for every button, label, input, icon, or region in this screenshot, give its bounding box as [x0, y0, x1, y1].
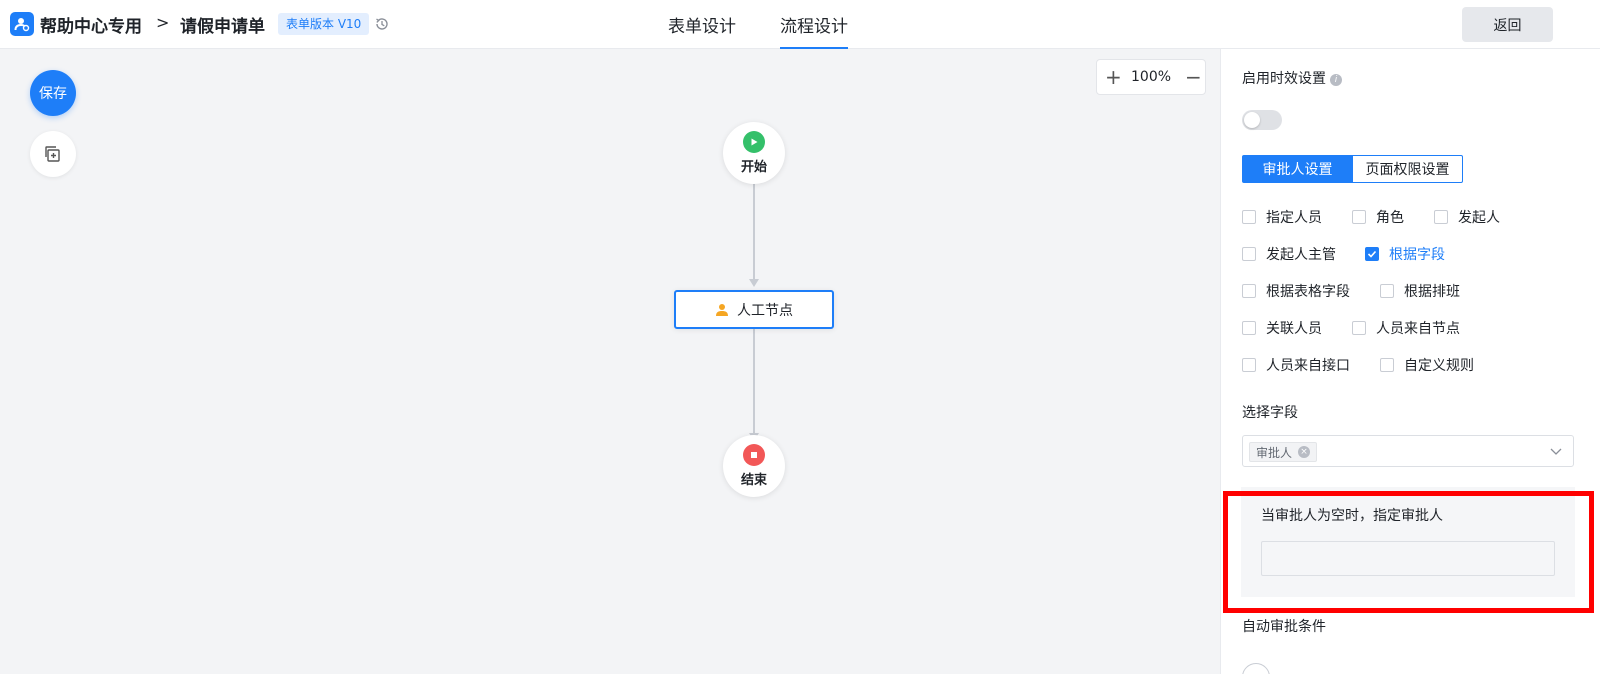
selected-field-tag: 审批人 × [1249, 442, 1318, 462]
checkbox[interactable] [1242, 358, 1256, 372]
checkbox[interactable] [1380, 284, 1394, 298]
timeliness-toggle[interactable] [1242, 110, 1282, 130]
stop-icon [743, 444, 765, 466]
checkbox[interactable] [1242, 284, 1256, 298]
copy-add-icon [45, 146, 60, 162]
checkbox[interactable] [1380, 358, 1394, 372]
option-related-person[interactable]: 关联人员 [1242, 318, 1322, 338]
app-user-icon [10, 12, 34, 36]
option-initiator[interactable]: 发起人 [1434, 207, 1500, 227]
field-select[interactable]: 审批人 × [1242, 435, 1574, 467]
version-badge: 表单版本 V10 [278, 13, 370, 35]
save-button[interactable]: 保存 [30, 70, 76, 116]
tab-page-permissions[interactable]: 页面权限设置 [1352, 155, 1463, 183]
zoom-in-button[interactable]: + [1105, 65, 1122, 89]
connector-line [753, 183, 755, 281]
play-icon [743, 131, 765, 153]
connector-line [753, 329, 755, 435]
back-button[interactable]: 返回 [1462, 7, 1553, 42]
checkbox[interactable] [1352, 321, 1366, 335]
task-node-label: 人工节点 [737, 302, 793, 319]
breadcrumb-separator: > [156, 13, 170, 32]
end-node-label: 结束 [740, 473, 767, 488]
start-node[interactable]: 开始 [723, 122, 785, 184]
option-by-field[interactable]: 根据字段 [1365, 244, 1445, 264]
checkbox[interactable] [1242, 321, 1256, 335]
end-node[interactable]: 结束 [723, 435, 785, 497]
empty-approver-label: 当审批人为空时，指定审批人 [1261, 508, 1443, 524]
task-node[interactable]: 人工节点 [674, 290, 834, 329]
auto-approve-label: 自动审批条件 [1242, 619, 1326, 635]
zoom-level: 100% [1131, 69, 1172, 85]
option-by-table-field[interactable]: 根据表格字段 [1242, 281, 1350, 301]
copy-button[interactable] [30, 131, 76, 177]
option-person-from-api[interactable]: 人员来自接口 [1242, 355, 1350, 375]
top-header: 帮助中心专用 > 请假申请单 表单版本 V10 表单设计 流程设计 返回 [0, 0, 1600, 49]
arrow-icon [749, 279, 759, 287]
empty-approver-section: 当审批人为空时，指定审批人 [1241, 487, 1575, 597]
person-icon [716, 303, 728, 316]
chevron-down-icon [1550, 448, 1562, 455]
flow-canvas[interactable]: 保存 + 100% − 开始 人工节点 结束 [0, 49, 1220, 674]
option-custom-rule[interactable]: 自定义规则 [1380, 355, 1474, 375]
info-icon[interactable]: i [1330, 74, 1342, 86]
checkbox-checked[interactable] [1365, 247, 1379, 261]
option-initiator-manager[interactable]: 发起人主管 [1242, 244, 1336, 264]
option-specified-person[interactable]: 指定人员 [1242, 207, 1322, 227]
check-icon [1367, 250, 1377, 258]
breadcrumb-app[interactable]: 帮助中心专用 [40, 17, 142, 37]
breadcrumb-form: 请假申请单 [180, 17, 265, 37]
add-condition-button[interactable] [1242, 663, 1270, 674]
zoom-out-button[interactable]: − [1185, 65, 1202, 89]
tab-form-design[interactable]: 表单设计 [668, 17, 736, 37]
checkbox[interactable] [1242, 247, 1256, 261]
tab-approver-settings[interactable]: 审批人设置 [1242, 155, 1353, 183]
zoom-control: + 100% − [1096, 59, 1206, 95]
option-role[interactable]: 角色 [1352, 207, 1404, 227]
empty-approver-input[interactable] [1261, 541, 1555, 576]
option-by-schedule[interactable]: 根据排班 [1380, 281, 1460, 301]
checkbox[interactable] [1352, 210, 1366, 224]
history-icon[interactable] [374, 16, 390, 32]
remove-tag-icon[interactable]: × [1298, 446, 1311, 458]
select-field-label: 选择字段 [1242, 405, 1298, 421]
option-person-from-node[interactable]: 人员来自节点 [1352, 318, 1460, 338]
start-node-label: 开始 [740, 160, 767, 175]
checkbox[interactable] [1242, 210, 1256, 224]
checkbox[interactable] [1434, 210, 1448, 224]
tab-flow-design[interactable]: 流程设计 [780, 12, 848, 49]
toggle-knob [1244, 112, 1260, 128]
